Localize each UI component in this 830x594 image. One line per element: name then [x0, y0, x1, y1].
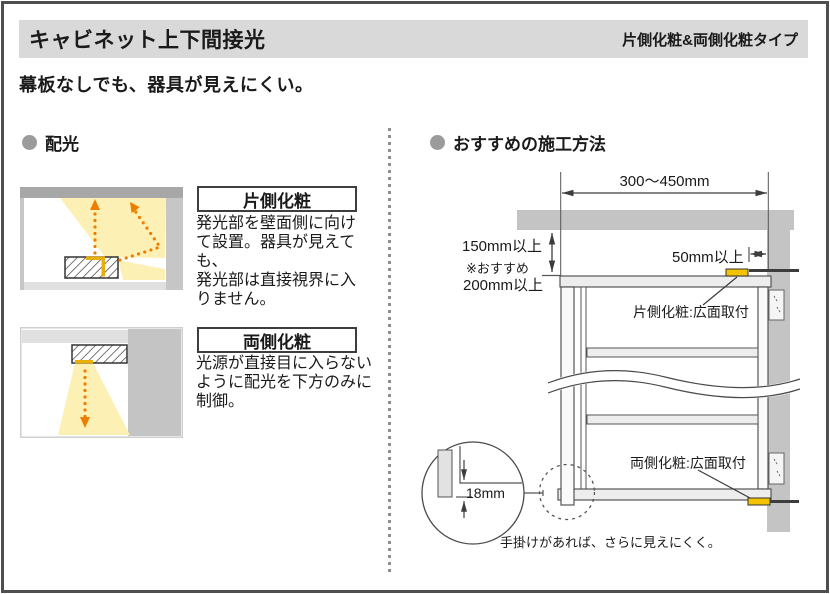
light-emitter-top: [86, 256, 105, 260]
top-clearance-dim: 150mm以上: [462, 238, 543, 255]
type-label: 片側化粧&両側化粧タイプ: [622, 31, 798, 49]
installation-drawing: [421, 172, 802, 545]
description-line: て設置。器具が見えても、: [196, 234, 356, 270]
one-side-light-drawing: [20, 187, 183, 290]
spec-box-both-side: 両側化粧: [197, 327, 357, 353]
magnifier-detail: [421, 441, 525, 545]
niche-wall-right: [128, 329, 181, 436]
handle-depth-dim: 18mm: [466, 485, 505, 501]
bottom-fixture-icon: [747, 497, 771, 506]
light-cone-low: [118, 260, 165, 280]
section-heading-distribution: 配光: [22, 130, 79, 155]
header-bar: キャビネット上下間接光 片側化粧&両側化粧タイプ: [19, 20, 808, 58]
niche-left-edge: [20, 187, 24, 290]
recommend-note: ※おすすめ: [466, 261, 529, 276]
subtitle: 幕板なしでも、器具が見えにくい。: [19, 75, 314, 95]
niche-ceiling: [22, 330, 128, 343]
section-heading-label: 配光: [45, 135, 79, 154]
arrow-up-icon: [90, 199, 100, 210]
top-fixture-label: 片側化粧:広面取付: [633, 304, 749, 320]
mounting-plate-top: [768, 289, 785, 321]
circle-bullet-icon: [22, 135, 37, 150]
both-side-light-drawing: [20, 327, 183, 438]
description-line: 発光部を壁面側に向け: [196, 215, 357, 232]
recommend-value: 200mm以上: [463, 277, 544, 294]
fixture-hatched-icon: [71, 344, 128, 364]
both-side-description: 光源が直接目に入らない ように配光を下方のみに 制御。: [196, 354, 376, 411]
spec-box-label: 両側化粧: [243, 332, 311, 352]
page-title: キャビネット上下間接光: [29, 29, 266, 52]
wall-band: [767, 230, 790, 532]
description-line: りません。: [196, 291, 276, 308]
cabinet-door-panel: [560, 286, 575, 506]
dotted-light-ray-bounce: [118, 206, 163, 262]
top-fixture-line: [749, 269, 799, 272]
bottom-fixture-label: 両側化粧:広面取付: [630, 455, 746, 471]
light-cone-up: [60, 198, 166, 258]
cabinet-bottom-board: [557, 488, 772, 501]
niche-floor: [24, 282, 166, 290]
light-cone-down: [58, 363, 130, 435]
section-heading-label: おすすめの施工方法: [453, 135, 606, 154]
circle-bullet-icon: [430, 135, 445, 150]
detail-target-dashed-circle: [538, 463, 596, 521]
description-line: 光源が直接目に入らない: [196, 355, 373, 372]
mounting-plate-bottom: [768, 452, 785, 485]
niche-ceiling: [20, 187, 183, 198]
leader-top-fixture: [702, 276, 738, 306]
width-range-dim: 300〜450mm: [619, 173, 710, 190]
break-lines: [545, 369, 802, 399]
description-line: 発光部は直接視界に入: [196, 272, 357, 289]
handle-note: 手掛けがあれば、さらに見えにくく。: [500, 535, 721, 550]
shelf-lower: [586, 414, 759, 425]
side-clearance-dim: 50mm以上: [672, 249, 744, 266]
description-line: ように配光を下方のみに: [196, 374, 373, 391]
ceiling-band: [517, 210, 794, 230]
both-side-light-diagram: [20, 327, 183, 438]
light-emitter-side: [101, 256, 105, 277]
fixture-hatched-icon: [64, 256, 119, 279]
cabinet-inner-panel: [580, 286, 587, 490]
section-divider-dotted: [388, 128, 391, 575]
spec-box-label: 片側化粧: [243, 191, 311, 211]
light-emitter-bottom: [75, 360, 93, 364]
arrow-up-left-icon: [130, 202, 140, 214]
one-side-light-diagram: [20, 187, 183, 290]
shelf-upper: [586, 347, 759, 358]
top-fixture-icon: [725, 268, 749, 277]
one-side-description: 発光部を壁面側に向け て設置。器具が見えても、 発光部は直接視界に入 りません。: [196, 214, 368, 309]
cabinet-top-board: [559, 275, 772, 288]
leader-bottom-fixture: [697, 469, 751, 499]
spec-box-one-side: 片側化粧: [197, 186, 357, 212]
section-heading-installation: おすすめの施工方法: [430, 130, 606, 155]
niche-wall-right: [166, 187, 183, 290]
arrow-down-icon: [80, 417, 90, 428]
bottom-fixture-line: [770, 500, 799, 503]
description-line: 制御。: [196, 393, 245, 410]
